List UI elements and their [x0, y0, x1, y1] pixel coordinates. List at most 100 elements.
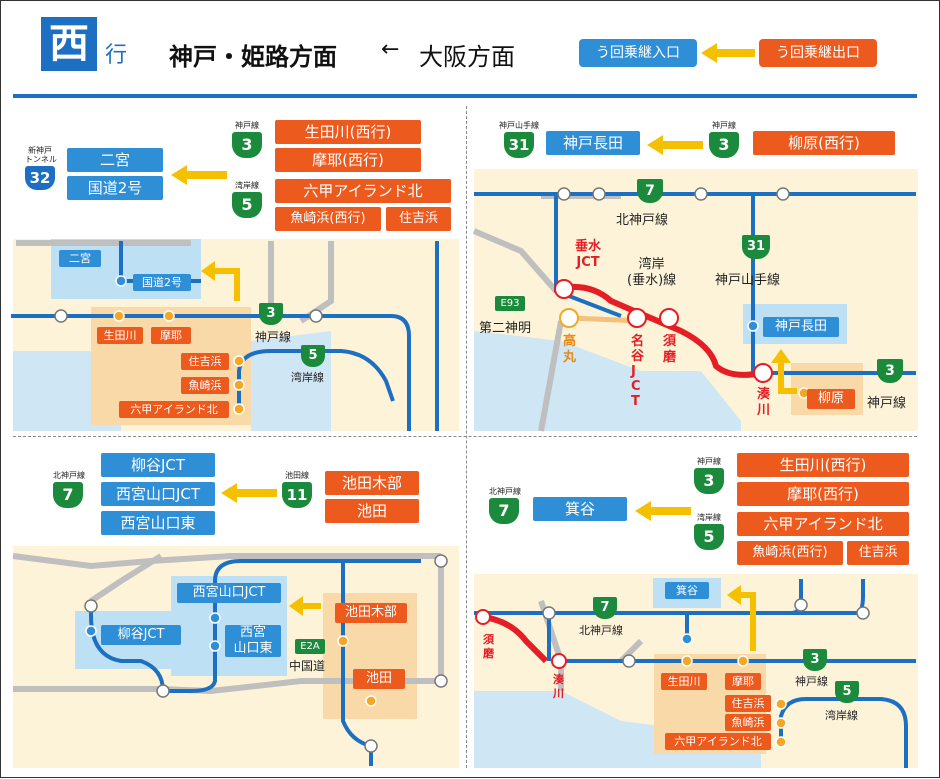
q2-map-tarumi-jct: 垂水 JCT: [575, 239, 602, 270]
q1-map-shield-3: 3: [259, 303, 283, 325]
q2-map-shield-31: 31: [742, 235, 770, 259]
q2-route-31-number: 31: [504, 132, 534, 158]
q3-dest-nishinomiya-higashi: 西宮山口東: [101, 511, 215, 535]
q4-route-5-number: 5: [694, 524, 724, 550]
q3-detour-arrow-icon: [221, 483, 277, 503]
q3-map-nishinomiya-jct: 西宮山口JCT: [177, 583, 281, 603]
q2-dest-kobe-nagata: 神戸長田: [546, 131, 640, 155]
q4-route-5-shield: 湾岸線 5: [694, 513, 724, 550]
q2-map-kobe-nagata: 神戸長田: [763, 317, 839, 337]
q3-route-11-shield: 池田線 11: [282, 471, 312, 508]
q3-map-yanagitani-jct: 柳谷JCT: [101, 625, 181, 645]
exit-legend: う回乗継出口: [759, 39, 877, 67]
q2-map-yanagihara: 柳原: [807, 389, 855, 409]
q1-exit-rokko: 六甲アイランド北: [275, 179, 451, 203]
q3-map-nishinomiya-higashi: 西宮 山口東: [225, 625, 281, 657]
q1-map-uozakihama: 魚崎浜: [181, 377, 229, 394]
q1-exit-uozakihama: 魚崎浜(西行): [275, 207, 381, 231]
q2-route-3-caption: 神戸線: [712, 121, 736, 130]
q1-exit-maya: 摩耶(西行): [275, 148, 421, 172]
q4-map-sumiyoshihama: 住吉浜: [725, 695, 771, 712]
q2-map-kobesen: 神戸線: [867, 396, 907, 411]
q3-exit-ikeda-kibe: 池田木部: [325, 471, 419, 495]
q2-map-shield-3: 3: [877, 359, 903, 383]
q4-route-3-shield: 神戸線 3: [694, 457, 724, 494]
q1-route-5-shield: 湾岸線 5: [232, 181, 262, 218]
q2-map-kitakobe: 北神戸線: [616, 213, 669, 228]
q1-map-kokudo2: 国道2号: [133, 274, 191, 291]
q2-route-3-shield: 神戸線 3: [709, 121, 739, 158]
q3-map: [12, 546, 459, 768]
q4-exit-uozakihama: 魚崎浜(西行): [737, 541, 843, 565]
q2-map-minatogawa: 湊 川: [757, 387, 771, 418]
q4-exit-maya: 摩耶(西行): [737, 482, 909, 506]
q1-dest-ninomiya: 二宮: [67, 148, 163, 172]
q2-map: [472, 169, 918, 432]
q3-map-ikeda: 池田: [353, 669, 405, 689]
q1-route-3-number: 3: [232, 132, 262, 158]
q1-map-shield-5: 5: [301, 345, 325, 367]
direction-suffix: 行: [105, 43, 128, 68]
q3-map-e2a: E2A: [295, 639, 325, 654]
title-origin: 大阪方面: [419, 43, 515, 71]
q4-map-minoya: 箕谷: [665, 582, 709, 599]
q2-map-kobe-yamate: 神戸山手線: [715, 273, 781, 288]
q4-exit-sumiyoshihama: 住吉浜: [847, 541, 909, 565]
q2-map-daini-shinmei: 第二神明: [479, 321, 532, 336]
q2-map-nagatani-jct: 名 谷 J C T: [631, 334, 645, 409]
q2-route-3-number: 3: [709, 132, 739, 158]
q3-dest-yanagitani-jct: 柳谷JCT: [101, 453, 215, 477]
q2-map-suma: 須 磨: [663, 334, 677, 365]
q4-map-uozakihama: 魚崎浜: [725, 714, 771, 731]
direction-badge: 西: [41, 17, 97, 71]
q4-map-wangansen: 湾岸線: [825, 709, 858, 722]
q4-map-suma: 須 磨: [483, 633, 494, 660]
q4-map-ikutagawa: 生田川: [661, 673, 707, 690]
q4-route-3-number: 3: [694, 468, 724, 494]
q1-exit-sumiyoshihama: 住吉浜: [386, 207, 451, 231]
q1-map-wangansen: 湾岸線: [291, 371, 324, 384]
q3-route-7-caption: 北神戸線: [53, 471, 85, 480]
q1-map-sumiyoshihama: 住吉浜: [181, 353, 229, 370]
q3-dest-nishinomiya-jct: 西宮山口JCT: [101, 482, 215, 506]
q4-route-7-caption: 北神戸線: [489, 487, 521, 496]
q2-route-31-shield: 神戸山手線 31: [497, 121, 541, 158]
q3-route-7-shield: 北神戸線 7: [53, 471, 85, 508]
q1-route-3-caption: 神戸線: [235, 121, 259, 130]
q3-map-chugoku: 中国道: [289, 659, 326, 673]
q2-exit-yanagihara: 柳原(西行): [753, 131, 895, 155]
q4-map-shield-5: 5: [835, 681, 859, 703]
q3-map-ikeda-kibe: 池田木部: [335, 603, 407, 623]
q2-route-31-caption: 神戸山手線: [499, 121, 539, 130]
q3-route-11-caption: 池田線: [285, 471, 309, 480]
q4-map-kobesen: 神戸線: [795, 675, 828, 688]
q4-dest-minoya: 箕谷: [533, 497, 627, 521]
q1-map-kobesen: 神戸線: [255, 330, 292, 344]
q4-map-minatogawa: 湊 川: [553, 673, 564, 700]
q4-map-shield-3: 3: [803, 649, 827, 671]
q4-map-rokko: 六甲アイランド北: [665, 733, 771, 750]
q3-route-7-number: 7: [53, 482, 83, 508]
q4-route-5-caption: 湾岸線: [697, 513, 721, 522]
q4-exit-rokko: 六甲アイランド北: [737, 512, 909, 536]
route-32-shield: 新神戸 トンネル 32: [25, 146, 57, 190]
quadrant-divider-h: [13, 436, 917, 437]
q4-map-kitakobe: 北神戸線: [579, 624, 623, 637]
q1-map-rokko: 六甲アイランド北: [119, 401, 229, 418]
legend-arrow-icon: [701, 43, 755, 63]
q1-map-ninomiya: 二宮: [59, 250, 101, 267]
q2-map-takamaru: 高 丸: [563, 334, 577, 365]
q2-detour-arrow-icon: [647, 135, 703, 155]
q4-route-3-caption: 神戸線: [697, 457, 721, 466]
q2-map-wangan-tarumi: 湾岸 (垂水)線: [627, 257, 677, 288]
title-arrow: ←: [381, 37, 400, 62]
page-title: 神戸・姫路方面: [169, 43, 337, 71]
q4-detour-arrow-icon: [635, 501, 691, 521]
q4-exit-ikutagawa: 生田川(西行): [737, 453, 909, 477]
q4-map-shield-7: 7: [593, 597, 617, 619]
q4-map-maya: 摩耶: [725, 673, 761, 690]
q4-route-7-number: 7: [489, 498, 519, 524]
route-32-caption: 新神戸 トンネル: [25, 146, 57, 164]
